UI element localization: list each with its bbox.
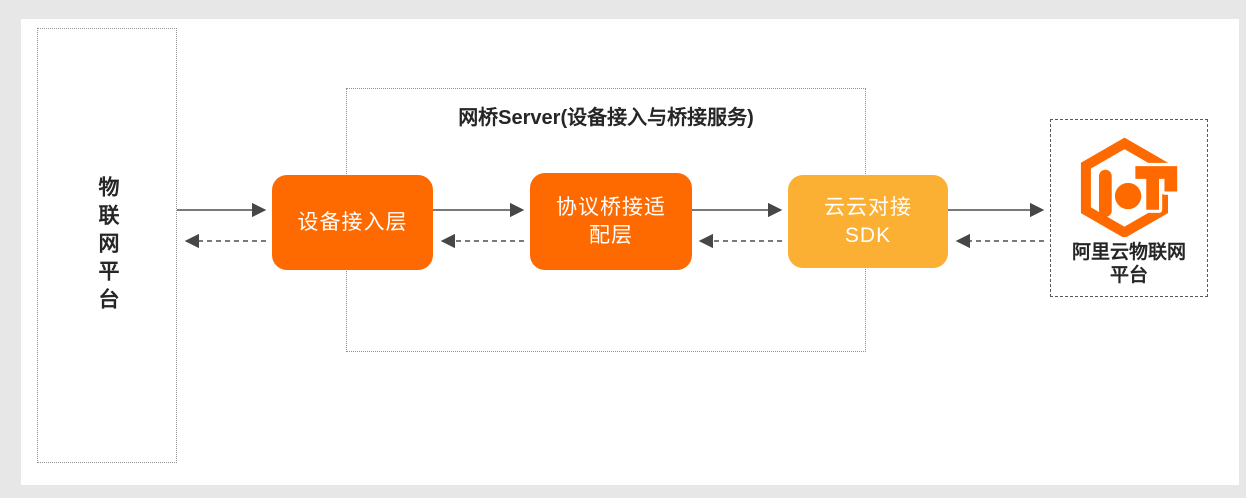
node-label-line: 配层	[589, 223, 633, 247]
iot-platform-box: 物联网平台	[37, 28, 177, 463]
node-label-line: 云云对接	[824, 195, 912, 219]
node-label-line: 协议桥接适	[556, 195, 666, 219]
node-device-access-layer: 设备接入层	[272, 175, 433, 270]
iot-platform-label: 物联网平台	[96, 175, 119, 316]
aliyun-label-line2: 平台	[1109, 265, 1148, 286]
node-protocol-bridge-adapter-layer: 协议桥接适 配层	[530, 173, 692, 270]
node-cloud-cloud-sdk: 云云对接 SDK	[788, 175, 948, 268]
aliyun-iot-platform-box: 阿里云物联网 平台	[1050, 119, 1208, 297]
aliyun-iot-platform-label: 阿里云物联网 平台	[1072, 241, 1186, 287]
node-label-line: SDK	[844, 223, 892, 247]
aliyun-label-line1: 阿里云物联网	[1071, 242, 1186, 263]
bridge-server-title: 网桥Server(设备接入与桥接服务)	[458, 107, 754, 129]
aliyun-iot-logo-icon	[1077, 137, 1181, 239]
node-label-line: 设备接入层	[297, 210, 408, 234]
